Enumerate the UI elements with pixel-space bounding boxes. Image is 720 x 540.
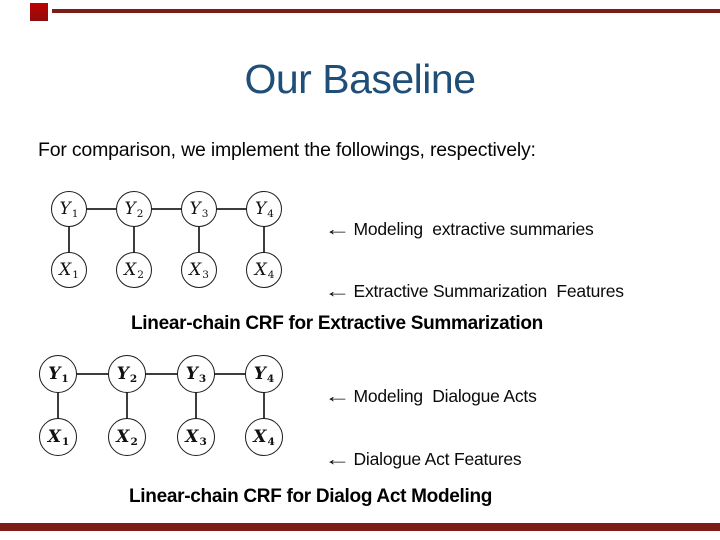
edge-line-horizontal [68, 208, 264, 210]
node-label: Y [48, 363, 61, 384]
node-label: Y [253, 363, 266, 384]
edge-line-vertical [57, 374, 59, 437]
node-label: X [185, 426, 199, 447]
node-subscript: 4 [267, 268, 275, 281]
caption-extractive-summarization: Linear-chain CRF for Extractive Summariz… [131, 313, 543, 334]
node-subscript: 1 [72, 268, 79, 281]
node-subscript: 3 [202, 268, 209, 281]
node-label: X [59, 259, 72, 280]
node-subscript: 2 [130, 435, 138, 448]
annotation-label: Extractive Summarization Features [353, 281, 624, 301]
node-subscript: 4 [267, 207, 274, 220]
annotation-dialogue-act-features: ←Dialogue Act Features [303, 428, 522, 491]
edge-line-vertical [194, 374, 197, 437]
edge-line-vertical [67, 209, 70, 270]
node-label: X [189, 259, 202, 280]
left-arrow-icon: ← [323, 449, 351, 469]
annotation-label: Dialogue Act Features [353, 449, 522, 469]
node-label: X [254, 259, 267, 280]
node-subscript: 4 [266, 372, 275, 385]
annotation-modeling-extractive-summaries: ←Modeling extractive summaries [303, 198, 594, 261]
node-label: Y [189, 198, 201, 219]
node-subscript: 3 [201, 207, 209, 220]
node-subscript: 4 [267, 435, 275, 448]
node-label: Y [116, 363, 129, 384]
node-subscript: 2 [136, 207, 144, 220]
node-label: X [116, 426, 130, 447]
edge-line-vertical [132, 209, 135, 270]
edge-line-horizontal [58, 373, 264, 375]
edge-line-vertical [263, 209, 265, 270]
annotation-extractive-summarization-features: ←Extractive Summarization Features [303, 260, 624, 323]
left-arrow-icon: ← [323, 281, 351, 301]
node-subscript: 1 [61, 435, 70, 448]
bottom-rule-line [0, 523, 720, 531]
edge-line-vertical [125, 374, 128, 437]
node-label: X [124, 259, 137, 280]
left-arrow-icon: ← [323, 386, 351, 406]
node-label: Y [185, 363, 198, 384]
intro-text: For comparison, we implement the followi… [38, 139, 536, 161]
node-subscript: 3 [198, 372, 207, 385]
caption-dialog-act-modeling: Linear-chain CRF for Dialog Act Modeling [129, 486, 493, 507]
node-label: Y [59, 198, 71, 219]
red-square-icon [30, 3, 48, 21]
node-label: Y [255, 198, 267, 219]
node-subscript: 1 [71, 207, 79, 220]
top-rule-line [52, 9, 720, 13]
edge-line-vertical [262, 374, 265, 437]
node-subscript: 2 [129, 372, 138, 385]
node-label: Y [124, 198, 136, 219]
left-arrow-icon: ← [323, 219, 351, 239]
node-label: X [253, 426, 267, 447]
edge-line-vertical [197, 209, 200, 270]
node-subscript: 2 [137, 268, 144, 281]
slide-title: Our Baseline [244, 56, 476, 102]
node-subscript: 3 [199, 435, 207, 448]
annotation-label: Modeling extractive summaries [353, 219, 594, 239]
node-label: X [47, 426, 61, 447]
annotation-label: Modeling Dialogue Acts [353, 386, 537, 406]
annotation-modeling-dialogue-acts: ←Modeling Dialogue Acts [303, 365, 537, 428]
node-subscript: 1 [61, 372, 69, 385]
